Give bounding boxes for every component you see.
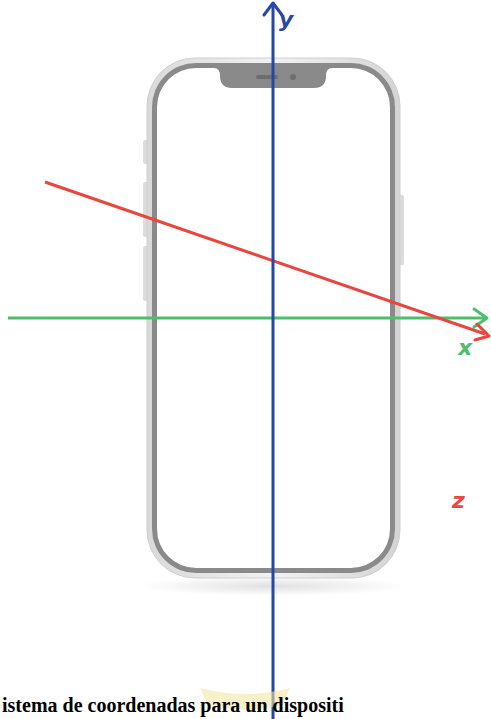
axis-label: z (452, 490, 465, 512)
z-axis (45, 182, 485, 334)
x-axis (8, 317, 484, 320)
axis-label: y (279, 9, 293, 31)
z-arrowhead (475, 324, 489, 340)
axis-label: x (458, 337, 472, 359)
phone-speaker (256, 75, 278, 79)
figure-caption: istema de coordenadas para un dispositi (2, 693, 344, 717)
y-axis (272, 6, 275, 719)
phone-camera (290, 74, 296, 80)
